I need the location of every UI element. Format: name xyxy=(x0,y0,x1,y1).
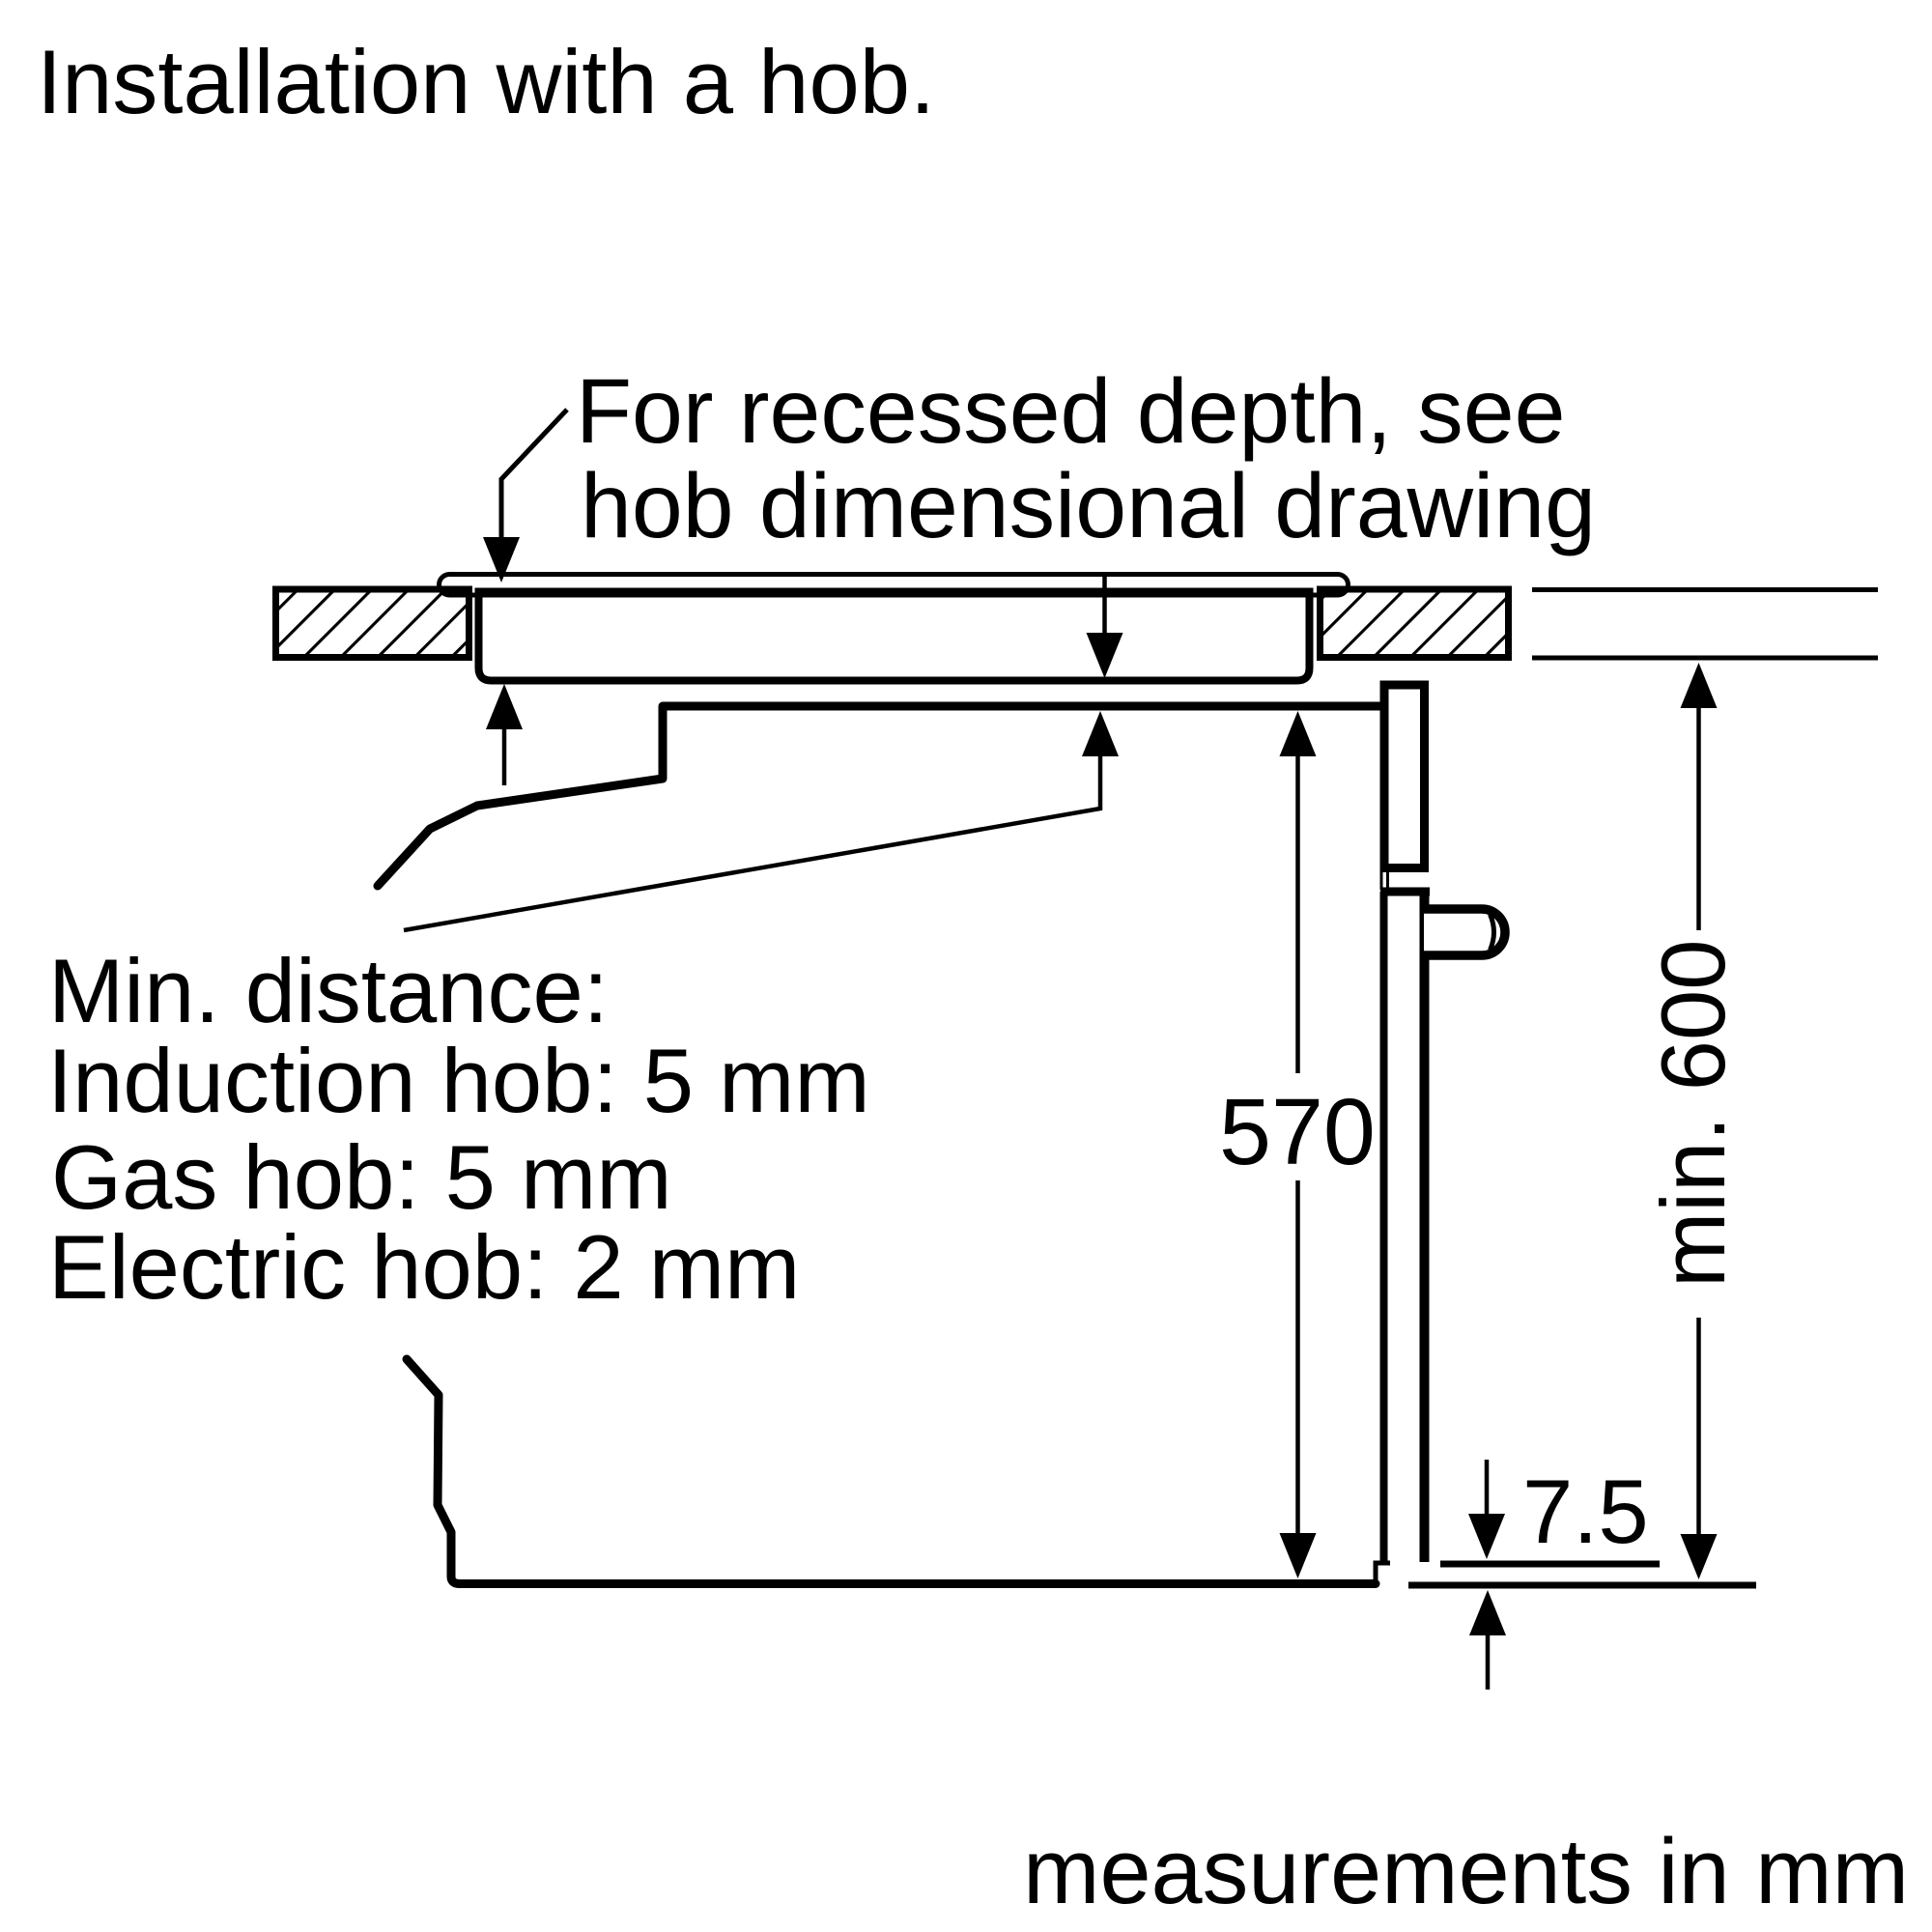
svg-text:Gas hob: 5 mm: Gas hob: 5 mm xyxy=(51,1126,672,1228)
svg-text:Induction hob: 5 mm: Induction hob: 5 mm xyxy=(47,1030,870,1131)
svg-text:measurements in mm: measurements in mm xyxy=(1023,1821,1909,1923)
svg-text:Electric hob: 2 mm: Electric hob: 2 mm xyxy=(48,1216,800,1318)
svg-text:Min. distance:: Min. distance: xyxy=(48,940,609,1041)
svg-text:min. 600: min. 600 xyxy=(1642,939,1744,1288)
svg-text:For recessed depth, see: For recessed depth, see xyxy=(576,360,1565,463)
svg-text:570: 570 xyxy=(1219,1079,1376,1184)
svg-text:Installation with a hob.: Installation with a hob. xyxy=(37,31,935,132)
svg-text:hob dimensional drawing: hob dimensional drawing xyxy=(581,455,1596,557)
svg-text:7.5: 7.5 xyxy=(1522,1461,1649,1562)
